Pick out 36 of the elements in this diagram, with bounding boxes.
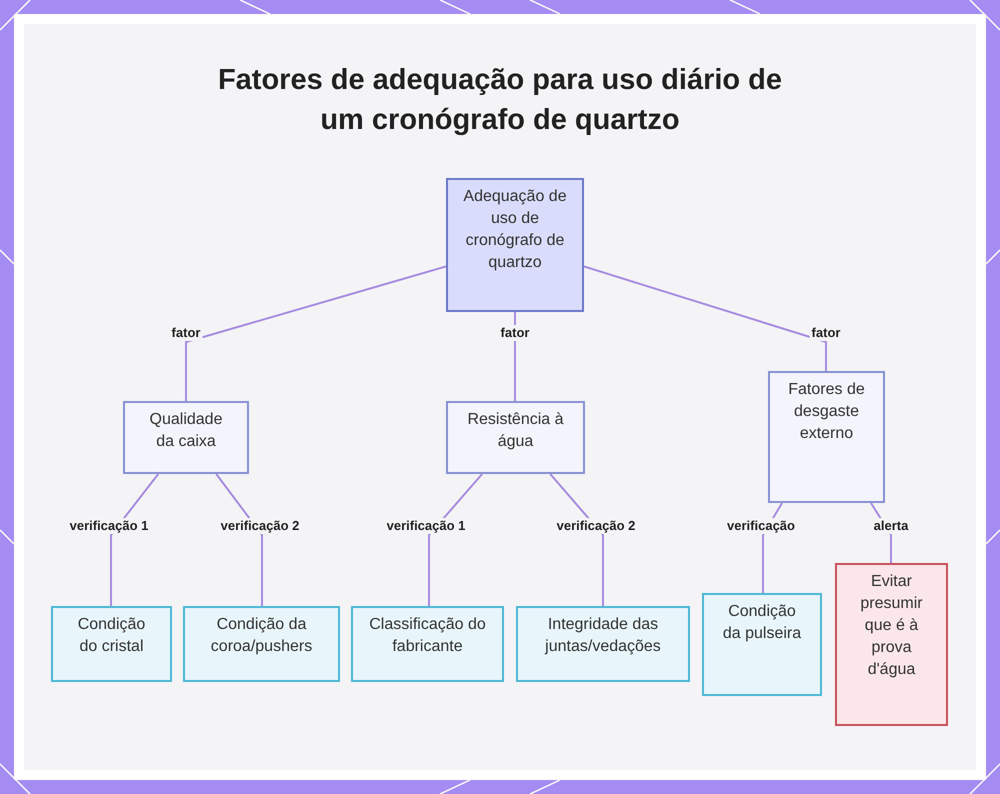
edge-label: verificação 1	[68, 518, 150, 534]
edge-label: fator	[498, 325, 532, 341]
connector-line	[428, 473, 483, 606]
factor-box	[446, 401, 585, 474]
node-text: Integridade das juntas/vedações	[544, 615, 662, 657]
check-box	[702, 593, 822, 696]
node-text: Resistência à água	[466, 410, 565, 452]
node-text: Adequação de uso de cronógrafo de quartzo	[462, 187, 568, 273]
factor-box	[123, 401, 249, 474]
factor-box	[768, 371, 885, 503]
connector-line	[584, 265, 827, 371]
node-text: Classificação do fabricante	[368, 615, 487, 657]
node-text: Qualidade da caixa	[148, 410, 224, 452]
diagram-title: Fatores de adequação para uso diário de um cronógrafo de quartzo	[216, 63, 784, 138]
edge-label: alerta	[872, 518, 910, 534]
edge-label: fator	[170, 325, 202, 341]
edge-label: verificação 1	[384, 518, 468, 534]
edge-label: verificação	[725, 518, 797, 534]
root-box	[446, 178, 584, 312]
node-text: Evitar presumir que é à prova d'água	[859, 572, 924, 680]
check-box	[183, 606, 340, 682]
node-text: Fatores de desgaste externo	[787, 380, 866, 444]
connector-line	[185, 265, 446, 401]
edge-label: fator	[810, 325, 842, 341]
node-text: Condição do cristal	[76, 615, 146, 657]
check-box	[51, 606, 172, 682]
alert-box	[835, 563, 948, 726]
connector-line	[215, 473, 263, 606]
connector-line	[110, 473, 160, 606]
check-box	[351, 606, 504, 682]
node-text: Condição da coroa/pushers	[210, 615, 314, 657]
connector-line	[550, 473, 604, 606]
check-box	[516, 606, 690, 682]
edge-label: verificação 2	[554, 518, 638, 534]
edge-label: verificação 2	[218, 518, 302, 534]
node-text: Condição da pulseira	[722, 602, 802, 644]
